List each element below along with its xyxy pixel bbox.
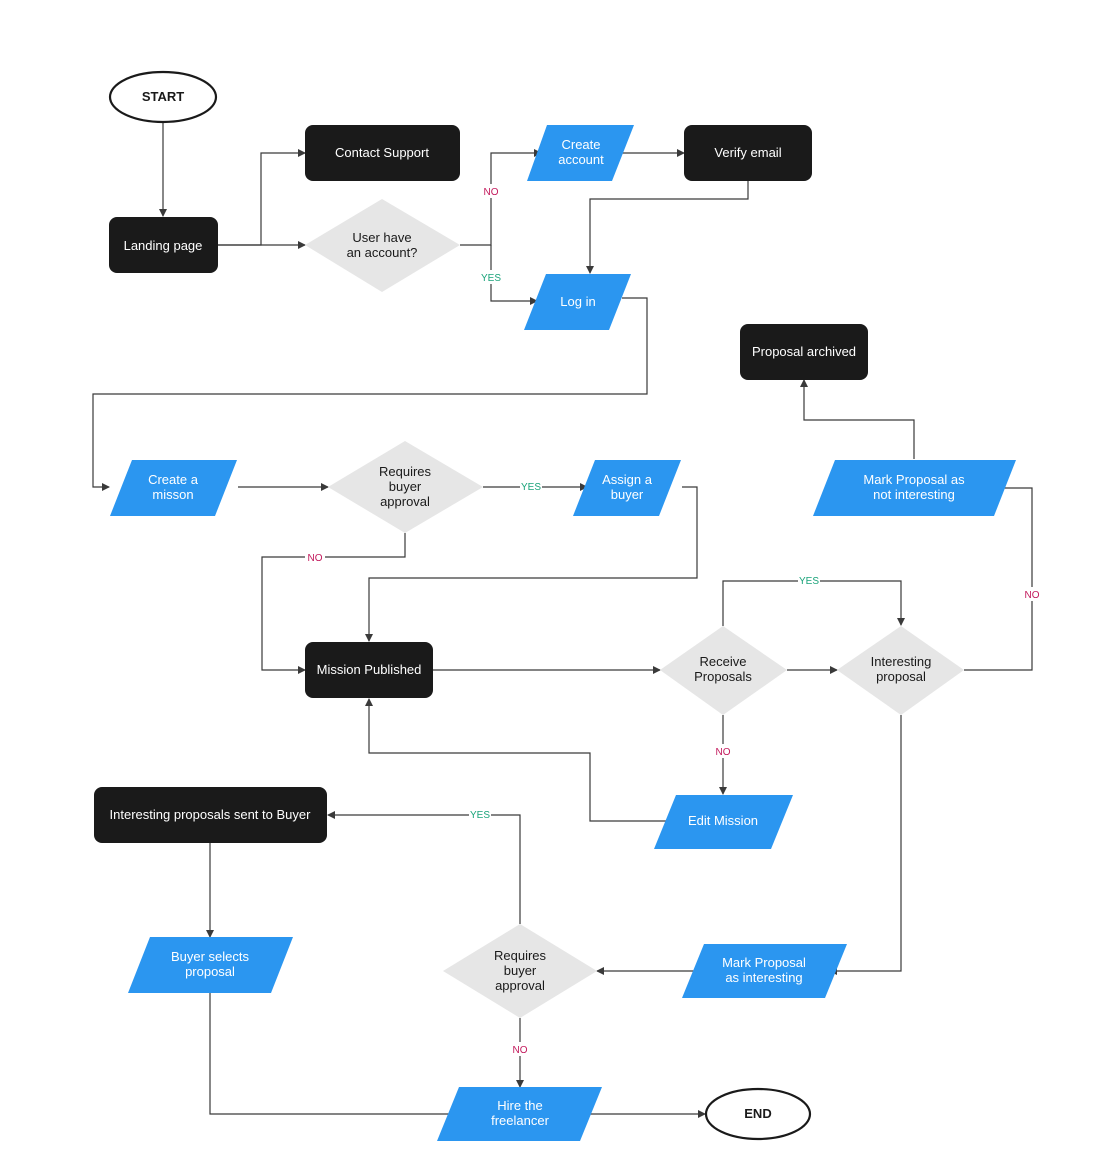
mark-interesting-line-1: Mark Proposal — [722, 955, 806, 970]
edge-verify-login — [586, 181, 749, 274]
edge-assign-published — [365, 486, 698, 642]
login-label: Log in — [560, 294, 595, 309]
create-mission-line-1: Create a — [148, 472, 199, 487]
receive-proposals-decision: Receive Proposals — [660, 626, 787, 715]
buyer-selects-line-1: Buyer selects — [171, 949, 250, 964]
edge-approval-published — [261, 533, 406, 674]
edge-buyer-selects-hire — [209, 993, 459, 1118]
requires-approval-1-decision: Requires buyer approval — [328, 441, 483, 533]
edge-not-archived — [800, 379, 915, 459]
label-no-not-interesting: NO — [1025, 590, 1040, 601]
label-yes-interesting: YES — [799, 576, 819, 587]
hire-freelancer-node: Hire the freelancer — [437, 1087, 602, 1141]
has-account-decision: User have an account? — [305, 199, 460, 292]
mark-interesting-node: Mark Proposal as interesting — [682, 944, 847, 998]
edges — [92, 122, 1033, 1118]
receive-proposals-line-2: Proposals — [694, 669, 752, 684]
edge-edit-published — [365, 698, 667, 822]
edge-labels: NO YES YES NO YES NO NO YES NO — [305, 184, 1042, 1056]
end-label: END — [744, 1106, 771, 1121]
edge-login-create-mission — [92, 297, 648, 491]
end-terminal: END — [704, 1087, 812, 1141]
contact-support-label: Contact Support — [335, 145, 429, 160]
start-terminal: START — [108, 70, 218, 124]
approval-1-line-3: approval — [380, 494, 430, 509]
approval-2-line-1: Requires — [494, 948, 547, 963]
create-mission-node: Create a misson — [110, 460, 237, 516]
edge-interesting-mark — [829, 715, 902, 975]
label-no-published: NO — [308, 553, 323, 564]
proposal-archived-label: Proposal archived — [752, 344, 856, 359]
login-node: Log in — [524, 274, 631, 330]
assign-buyer-node: Assign a buyer — [573, 460, 681, 516]
landing-page-label: Landing page — [124, 238, 203, 253]
mark-not-interesting-node: Mark Proposal as not interesting — [813, 460, 1016, 516]
buyer-selects-line-2: proposal — [185, 964, 235, 979]
mark-not-interesting-line-2: not interesting — [873, 487, 955, 502]
buyer-selects-node: Buyer selects proposal — [128, 937, 293, 993]
receive-proposals-line-1: Receive — [700, 654, 747, 669]
create-account-line-2: account — [558, 152, 604, 167]
requires-approval-2-decision: Requires buyer approval — [443, 924, 597, 1018]
edge-interesting-not — [964, 484, 1033, 671]
approval-1-line-1: Requires — [379, 464, 432, 479]
edge-approval2-sent — [327, 811, 521, 924]
verify-email-label: Verify email — [714, 145, 781, 160]
edit-mission-node: Edit Mission — [654, 795, 793, 849]
mission-published-node: Mission Published — [305, 642, 433, 698]
landing-page-node: Landing page — [109, 217, 218, 273]
has-account-line-2: an account? — [347, 245, 418, 260]
contact-support-node: Contact Support — [305, 125, 460, 181]
approval-2-line-3: approval — [495, 978, 545, 993]
hire-line-2: freelancer — [491, 1113, 549, 1128]
approval-2-line-2: buyer — [504, 963, 537, 978]
edit-mission-label: Edit Mission — [688, 813, 758, 828]
create-account-node: Create account — [527, 125, 634, 181]
has-account-line-1: User have — [352, 230, 411, 245]
create-mission-line-2: misson — [152, 487, 193, 502]
interesting-proposal-line-2: proposal — [876, 669, 926, 684]
mission-published-label: Mission Published — [317, 662, 422, 677]
hire-line-1: Hire the — [497, 1098, 543, 1113]
mark-not-interesting-line-1: Mark Proposal as — [863, 472, 965, 487]
edge-landing-contact — [218, 149, 306, 246]
label-no-create-account: NO — [484, 187, 499, 198]
sent-to-buyer-node: Interesting proposals sent to Buyer — [94, 787, 327, 843]
sent-to-buyer-label: Interesting proposals sent to Buyer — [110, 807, 312, 822]
assign-buyer-line-2: buyer — [611, 487, 644, 502]
interesting-proposal-line-1: Interesting — [871, 654, 932, 669]
verify-email-node: Verify email — [684, 125, 812, 181]
interesting-proposal-decision: Interesting proposal — [837, 626, 964, 715]
approval-1-line-2: buyer — [389, 479, 422, 494]
label-no-hire: NO — [513, 1045, 528, 1056]
label-yes-sent: YES — [470, 810, 490, 821]
create-account-line-1: Create — [561, 137, 600, 152]
label-yes-login: YES — [481, 273, 501, 284]
edge-decision-create-account — [460, 149, 542, 246]
start-label: START — [142, 89, 184, 104]
edge-decision-login — [490, 245, 538, 305]
assign-buyer-line-1: Assign a — [602, 472, 653, 487]
label-no-edit: NO — [716, 747, 731, 758]
proposal-archived-node: Proposal archived — [740, 324, 868, 380]
mark-interesting-line-2: as interesting — [725, 970, 802, 985]
label-yes-assign: YES — [521, 482, 541, 493]
